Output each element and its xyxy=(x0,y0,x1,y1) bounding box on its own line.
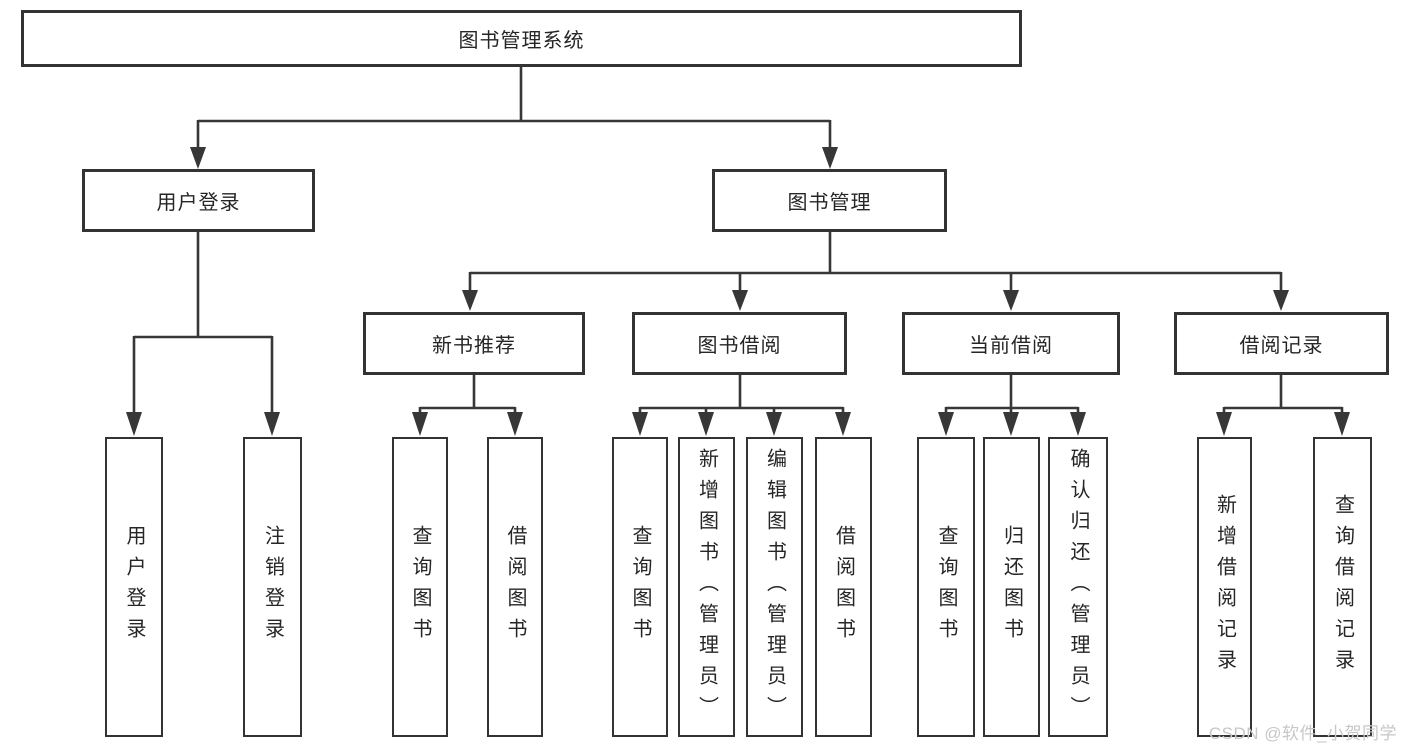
arrow-down-icon xyxy=(822,147,838,169)
node-borrow-record: 借阅记录 xyxy=(1174,312,1389,375)
leaf-logout-login: 注销登录 xyxy=(243,437,302,737)
arrowheads xyxy=(126,147,1350,436)
connector-book-borrow-children xyxy=(638,375,845,414)
leaf-query-books-borrow: 查询图书 xyxy=(612,437,668,737)
arrow-down-icon xyxy=(1334,412,1350,436)
node-user-login: 用户登录 xyxy=(82,169,315,232)
arrow-down-icon xyxy=(1070,412,1086,436)
connector-root-to-level2 xyxy=(196,67,832,150)
leaf-edit-books-admin: 编辑图书（管理员） xyxy=(746,437,803,737)
arrow-down-icon xyxy=(835,412,851,436)
arrow-down-icon xyxy=(507,412,523,436)
leaf-confirm-return-admin: 确认归还（管理员） xyxy=(1048,437,1108,737)
leaf-user-login: 用户登录 xyxy=(105,437,163,737)
connector-user-login-children xyxy=(132,232,274,414)
arrow-down-icon xyxy=(632,412,648,436)
arrow-down-icon xyxy=(264,412,280,436)
node-book-management: 图书管理 xyxy=(712,169,947,232)
arrow-down-icon xyxy=(766,412,782,436)
arrow-down-icon xyxy=(1216,412,1232,436)
arrow-down-icon xyxy=(732,290,748,311)
connector-new-book-children xyxy=(418,375,517,414)
connector-book-management-children xyxy=(468,232,1283,292)
arrow-down-icon xyxy=(1273,290,1289,311)
leaf-query-books-current: 查询图书 xyxy=(917,437,975,737)
leaf-add-borrow-record: 新增借阅记录 xyxy=(1197,437,1252,737)
leaf-borrow-books-borrow: 借阅图书 xyxy=(815,437,872,737)
node-current-borrow: 当前借阅 xyxy=(902,312,1120,375)
arrow-down-icon xyxy=(698,412,714,436)
arrow-down-icon xyxy=(190,147,206,169)
arrow-down-icon xyxy=(1003,412,1019,436)
arrow-down-icon xyxy=(1003,290,1019,311)
connector-borrow-record-children xyxy=(1222,375,1344,414)
leaf-add-books-admin: 新增图书（管理员） xyxy=(678,437,735,737)
connector-current-borrow-children xyxy=(944,375,1080,414)
node-book-borrow: 图书借阅 xyxy=(632,312,847,375)
csdn-watermark: CSDN @软件_小贺同学 xyxy=(1208,724,1397,743)
leaf-borrow-books-recommend: 借阅图书 xyxy=(487,437,543,737)
arrow-down-icon xyxy=(462,290,478,311)
arrow-down-icon xyxy=(938,412,954,436)
arrow-down-icon xyxy=(126,412,142,436)
node-new-book-recommend: 新书推荐 xyxy=(363,312,585,375)
leaf-query-books-recommend: 查询图书 xyxy=(392,437,448,737)
leaf-return-books: 归还图书 xyxy=(983,437,1040,737)
arrow-down-icon xyxy=(412,412,428,436)
node-library-management-system: 图书管理系统 xyxy=(21,10,1022,67)
leaf-query-borrow-record: 查询借阅记录 xyxy=(1313,437,1372,737)
